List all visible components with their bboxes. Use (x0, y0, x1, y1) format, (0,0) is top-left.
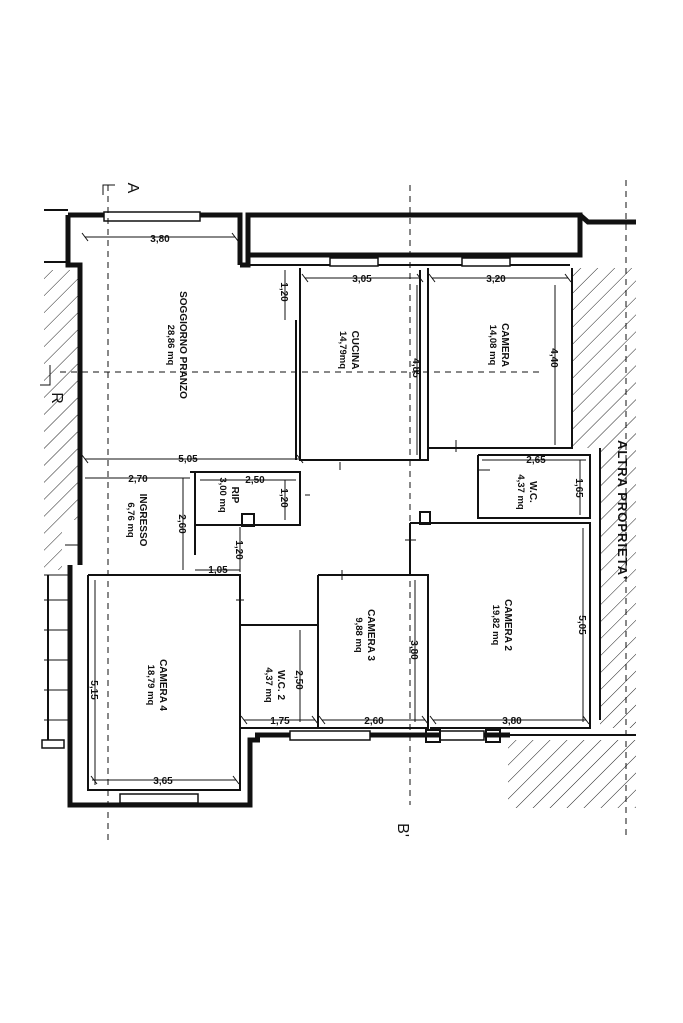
dimension-lines (81, 232, 590, 785)
section-r-label: R (48, 392, 65, 404)
dim-2-50-wc2: 2,50 (293, 670, 304, 690)
dim-2-50-rip: 2,50 (245, 475, 265, 486)
room-wc-area: 4,37 mq (515, 474, 526, 510)
room-rip-area: 3,00 mq (217, 477, 228, 513)
door-marks (65, 440, 490, 601)
dim-3-80-mid: 3,80 (408, 640, 419, 660)
dim-4-85: 4,85 (410, 358, 421, 378)
dim-3-80-top: 3,80 (150, 234, 170, 245)
dim-1-75: 1,75 (270, 716, 290, 727)
room-wc-name: W.C. (527, 481, 538, 503)
room-rip-name: RIP (229, 487, 240, 504)
room-soggiorno-area: 28,86 mq (165, 325, 176, 366)
room-cucina-name: CUCINA (349, 331, 360, 370)
dim-2-70: 2,70 (128, 474, 148, 485)
section-b-label: B' (394, 823, 411, 837)
dim-5-05-right: 5,05 (576, 615, 587, 635)
room-camera2-name: CAMERA 2 (502, 599, 513, 651)
dim-3-05: 3,05 (352, 274, 372, 285)
dim-3-80-bottom: 3,80 (502, 716, 522, 727)
room-camera4-area: 18,79 mq (145, 665, 156, 706)
room-ingresso-area: 6,76 mq (125, 502, 136, 538)
dim-5-05-mid: 5,05 (178, 454, 198, 465)
dim-1-20-rip: 1,20 (278, 488, 289, 508)
room-camera4-name: CAMERA 4 (157, 659, 168, 711)
dim-2-60-h: 2,60 (364, 716, 384, 727)
room-soggiorno-name: SOGGIORNO PRANZO (177, 291, 188, 399)
hatched-areas (44, 268, 636, 808)
dim-1-05: 1,05 (208, 565, 228, 576)
room-wc2-area: 4,37 mq (263, 667, 274, 703)
dim-3-65: 3,65 (153, 776, 173, 787)
dim-4-40: 4,40 (548, 348, 559, 368)
altra-proprieta-label: ALTRA PROPRIETA' (615, 440, 630, 580)
dim-3-20: 3,20 (486, 274, 506, 285)
room-cucina-area: 14,79mq (337, 331, 348, 369)
windows (41, 211, 511, 804)
room-camera3-name: CAMERA 3 (365, 609, 376, 661)
room-camera2-area: 19,82 mq (490, 605, 501, 646)
dim-1-65: 1,65 (573, 478, 584, 498)
room-camera-area: 14,08 mq (487, 325, 498, 366)
dim-2-65: 2,65 (526, 455, 546, 466)
room-labels: SOGGIORNO PRANZO 28,86 mq CUCINA 14,79mq… (125, 291, 538, 711)
room-camera-name: CAMERA (499, 323, 510, 367)
balcony-rail (44, 574, 68, 740)
room-wc2-name: W.C. 2 (275, 670, 286, 700)
dim-2-60-v: 2,60 (176, 514, 187, 534)
room-camera3-area: 9,88 mq (353, 617, 364, 653)
other-labels: ALTRA PROPRIETA' A R B' (48, 183, 630, 837)
dim-5-15: 5,15 (88, 680, 99, 700)
section-lines (40, 180, 627, 840)
interior-walls (87, 268, 591, 791)
dim-1-20-low: 1,20 (233, 540, 244, 560)
dim-1-20-top: 1,20 (278, 282, 289, 302)
room-ingresso-name: INGRESSO (137, 494, 148, 547)
dimension-labels: 3,80 3,05 3,20 5,05 2,65 2,70 2,50 1,05 … (88, 234, 587, 787)
section-a-label: A (124, 183, 141, 194)
